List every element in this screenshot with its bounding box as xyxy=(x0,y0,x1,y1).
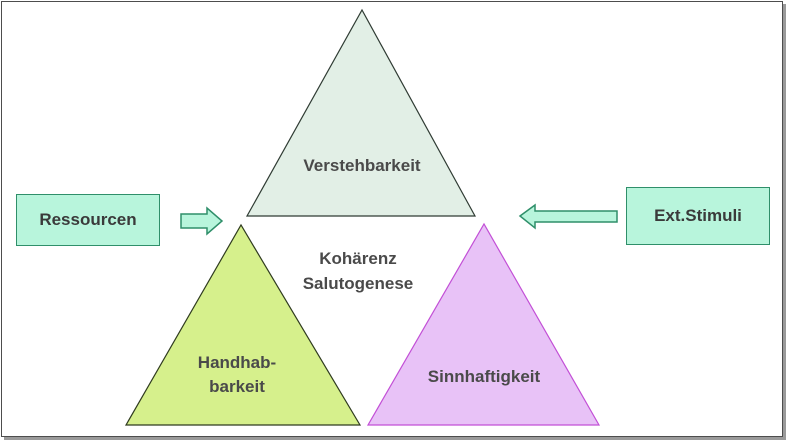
triangle-handhabbarkeit xyxy=(124,223,362,426)
label-sinnhaftigkeit: Sinnhaftigkeit xyxy=(428,367,541,386)
label-handhabbarkeit-line1: Handhab- xyxy=(198,353,276,372)
label-salutogenese: Salutogenese xyxy=(303,274,414,293)
box-ext-stimuli: Ext.Stimuli xyxy=(626,187,770,245)
arrow-right-icon xyxy=(180,206,224,236)
label-kohaerenz: Kohärenz xyxy=(319,249,396,268)
triangle-sinnhaftigkeit xyxy=(366,222,601,426)
box-ext-stimuli-label: Ext.Stimuli xyxy=(654,206,742,225)
box-ressourcen-label: Ressourcen xyxy=(39,210,137,229)
label-verstehbarkeit: Verstehbarkeit xyxy=(303,156,421,175)
arrow-left-icon xyxy=(518,203,618,230)
triangle-verstehbarkeit xyxy=(245,8,477,217)
label-handhabbarkeit-line2: barkeit xyxy=(209,377,265,396)
box-ressourcen: Ressourcen xyxy=(16,194,160,246)
